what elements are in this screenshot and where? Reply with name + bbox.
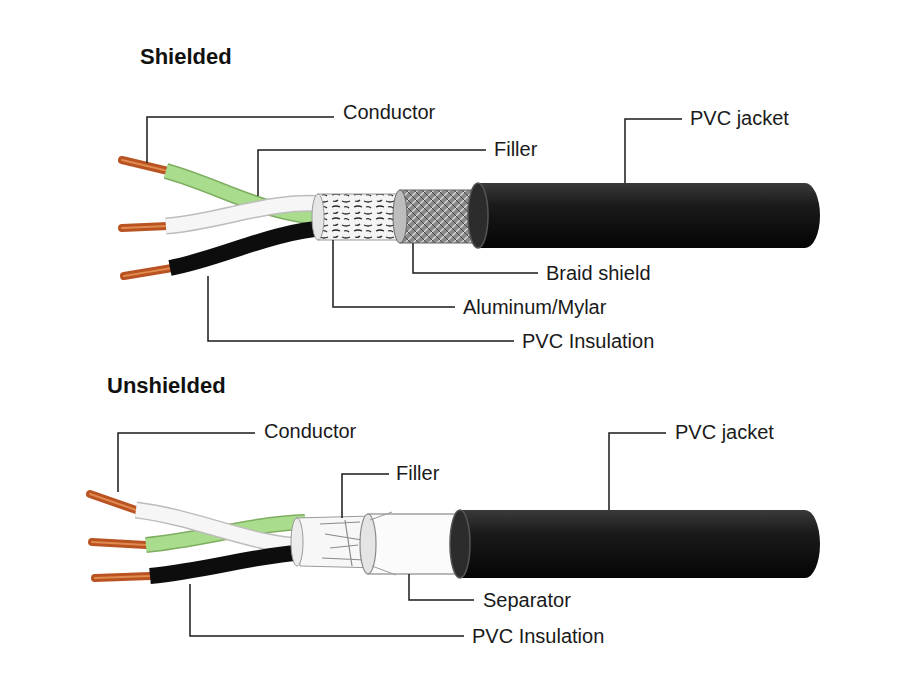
shielded-cable <box>122 160 820 276</box>
separator <box>360 512 460 575</box>
insulated-wires <box>166 171 325 268</box>
jacket <box>450 510 820 578</box>
unshielded-cable <box>90 494 820 578</box>
jacket <box>468 183 820 248</box>
section-heading: Shielded <box>140 44 232 70</box>
part-label: Conductor <box>264 419 356 443</box>
part-label: Filler <box>494 137 537 161</box>
part-label: PVC jacket <box>690 106 789 130</box>
part-label: PVC Insulation <box>522 329 654 353</box>
part-label: Braid shield <box>546 261 651 285</box>
part-label: PVC Insulation <box>472 624 604 648</box>
insulated-wires <box>136 510 305 576</box>
part-label: PVC jacket <box>675 420 774 444</box>
section-heading: Unshielded <box>107 373 226 399</box>
part-label: Aluminum/Mylar <box>463 295 606 319</box>
part-label: Filler <box>396 461 439 485</box>
part-label: Separator <box>483 588 571 612</box>
part-label: Conductor <box>343 100 435 124</box>
